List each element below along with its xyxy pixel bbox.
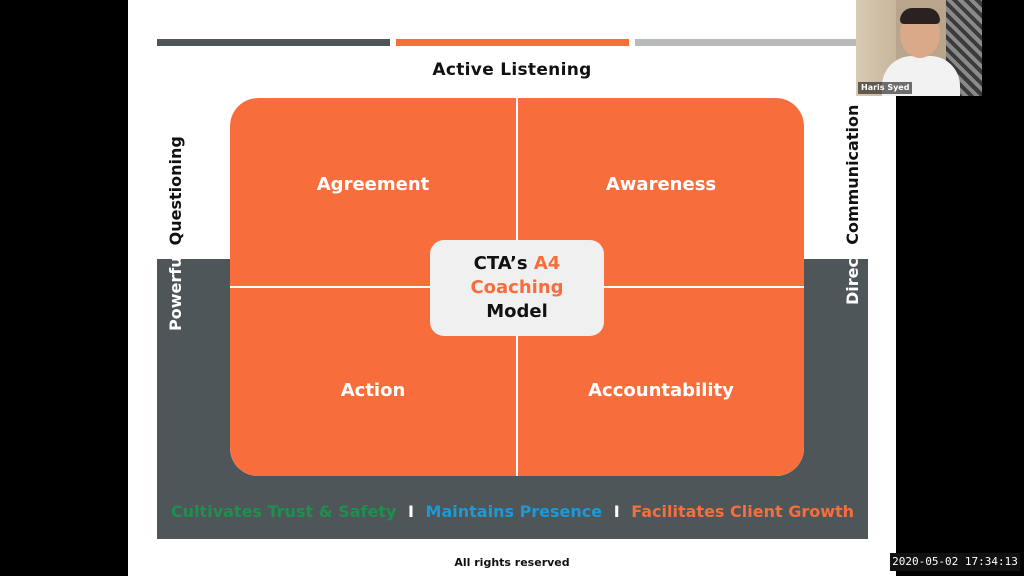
value-1-part1: Cultivates [170,502,262,521]
right-side-label: Direct Communication [842,105,864,305]
participant-hair [900,8,940,24]
values-line: Cultivates Trust & Safety I Maintains Pr… [157,502,868,521]
value-1-part2: Trust & Safety [267,502,397,521]
center-line-2: Coaching [470,277,564,298]
left-side-label: Powerful Questioning [165,136,187,331]
right-label-dark-word: Communication [843,104,862,245]
quadrant-label: Agreement [316,173,430,195]
quadrant-label: Awareness [605,173,717,195]
value-2-part2: Presence [519,502,603,521]
value-2: Maintains Presence [426,502,608,521]
center-line-1-accent: A4 [533,253,561,274]
value-1: Cultivates Trust & Safety [171,502,402,521]
value-2-part1: Maintains [425,502,514,521]
value-3-part2: Client Growth [730,502,855,521]
value-separator: I [613,502,620,521]
participant-video-tile[interactable]: Haris Syed [856,0,982,96]
top-bar-light [635,39,868,46]
value-separator: I [408,502,414,521]
left-label-light-word: Powerful [166,250,185,331]
quadrant-label: Action [340,379,406,401]
slide-footer: All rights reserved [454,556,570,569]
center-line-3: Model [486,301,548,322]
top-bar-gray [157,39,390,46]
center-model-box: CTA’s A4 Coaching Model [430,240,604,336]
top-bar-orange [396,39,629,46]
right-label-light-word: Direct [843,250,862,305]
value-3: Facilitates Client Growth [631,502,854,521]
quadrant-label: Accountability [588,379,734,401]
center-line-1: CTA’s A4 [430,252,604,276]
shared-slide: Active Listening Powerful Questioning Di… [128,0,896,576]
participant-name-label: Haris Syed [858,82,913,94]
value-3-part1: Facilitates [631,502,725,521]
slide-heading: Active Listening [432,60,592,80]
center-line-1-prefix: CTA’s [473,253,534,274]
recording-timestamp: 2020-05-02 17:34:13 [890,553,1020,571]
left-label-dark-word: Questioning [166,136,185,246]
